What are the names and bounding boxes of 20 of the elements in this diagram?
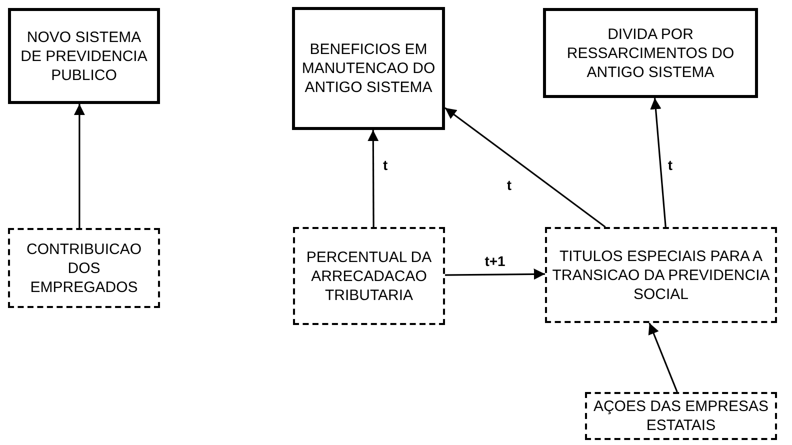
arrow bbox=[650, 98, 666, 228]
output-box bbox=[292, 7, 445, 130]
box-label: BENEFICIOS EM MANUTENCAO DO ANTIGO SISTEMA bbox=[300, 40, 436, 97]
box-label: AÇOES DAS EMPRESAS ESTATAIS bbox=[592, 397, 770, 435]
arrow bbox=[648, 322, 678, 392]
arrow bbox=[74, 104, 86, 228]
arrow bbox=[445, 268, 545, 280]
input-box bbox=[293, 227, 445, 325]
input-box bbox=[8, 228, 160, 308]
box-label: DIVIDA POR RESSARCIMENTOS DO ANTIGO SISTEMA bbox=[566, 24, 736, 82]
box-label: NOVO SISTEMA DE PREVIDENCIA PUBLICO bbox=[20, 28, 148, 84]
output-box bbox=[543, 8, 758, 98]
arrow bbox=[444, 107, 606, 228]
box-label: TITULOS ESPECIAIS PARA A TRANSICAO DA PREVIDENCIA SOCIAL bbox=[551, 246, 771, 304]
box-label: PERCENTUAL DA ARRECADACAO TRIBUTARIA bbox=[305, 248, 433, 304]
box-label: CONTRIBUICAO DOS EMPREGADOS bbox=[25, 240, 142, 296]
output-box bbox=[8, 8, 160, 104]
input-box bbox=[585, 392, 777, 440]
arrow bbox=[368, 130, 379, 227]
input-box bbox=[545, 227, 777, 323]
